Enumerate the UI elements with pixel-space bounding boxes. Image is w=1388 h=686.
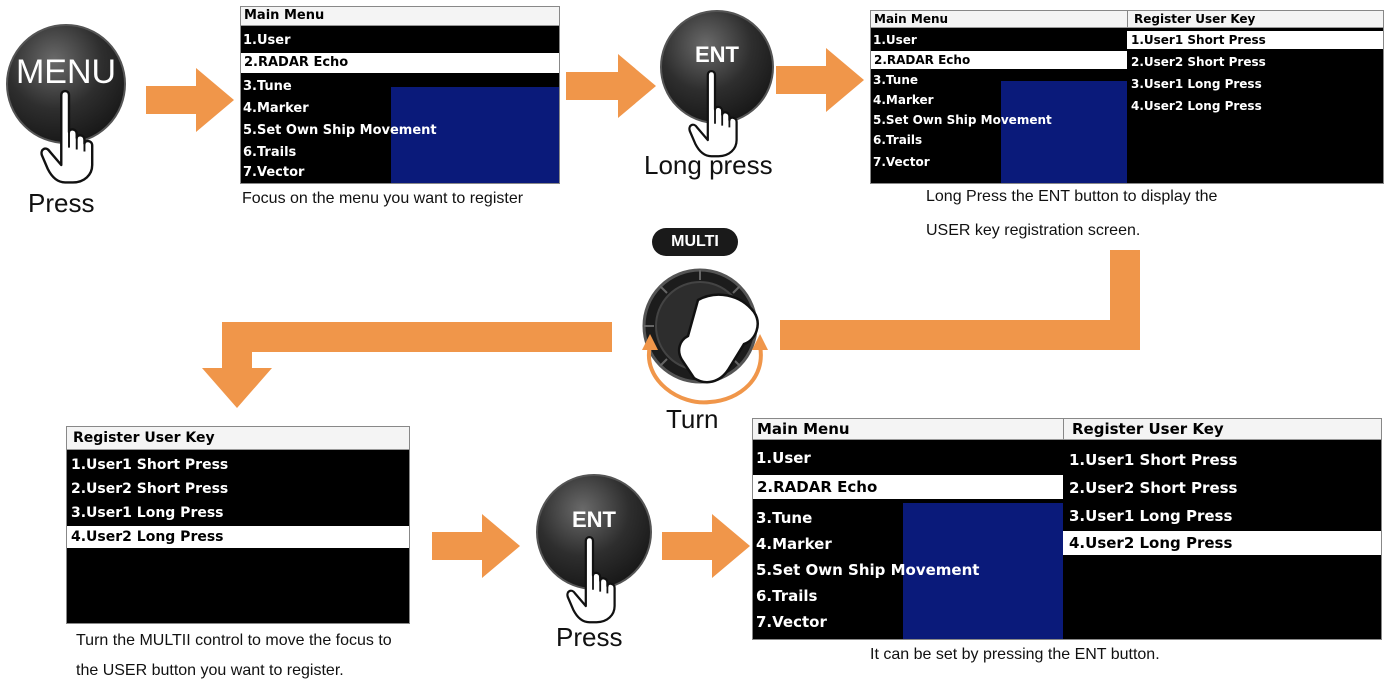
menu-item-marker[interactable]: 4.Marker <box>756 535 832 553</box>
step4-caption-line2: USER key registration screen. <box>926 222 1141 239</box>
panel-item-user2-short[interactable]: 2.User2 Short Press <box>1131 55 1266 69</box>
menu-item-radar-echo[interactable]: 2.RADAR Echo <box>871 51 1129 69</box>
register-user-key-panel: Register User Key 1.User1 Short Press 2.… <box>1127 11 1383 183</box>
menu-item-tune[interactable]: 3.Tune <box>873 73 918 87</box>
panel-title: Register User Key <box>67 427 409 450</box>
menu-item-radar-echo[interactable]: 2.RADAR Echo <box>753 475 1065 499</box>
step6-caption-line1: Turn the MULTII control to move the focu… <box>76 632 392 649</box>
main-menu-screen-1: Main Menu 1.User 2.RADAR Echo 3.Tune 4.M… <box>240 6 560 184</box>
arrow-right-icon <box>146 68 234 132</box>
menu-item-vector[interactable]: 7.Vector <box>756 613 827 631</box>
menu-item-marker[interactable]: 4.Marker <box>873 93 934 107</box>
step4-caption-line1: Long Press the ENT button to display the <box>926 188 1218 205</box>
menu-item-tune[interactable]: 3.Tune <box>756 509 813 527</box>
menu-button-label: MENU <box>15 52 117 91</box>
hand-press-icon <box>566 532 620 626</box>
panel-item-user2-long[interactable]: 4.User2 Long Press <box>1131 99 1262 113</box>
step2-caption: Focus on the menu you want to register <box>242 190 524 207</box>
panel-item-user2-short[interactable]: 2.User2 Short Press <box>1069 479 1238 497</box>
menu-item-radar-echo[interactable]: 2.RADAR Echo <box>241 53 559 73</box>
multi-label: MULTI <box>671 233 719 250</box>
multi-knob[interactable] <box>628 260 778 410</box>
step7-caption: Press <box>556 622 623 652</box>
ent-button-label: ENT <box>572 507 616 532</box>
menu-item-user[interactable]: 1.User <box>873 33 917 47</box>
menu-item-set-own-ship[interactable]: 5.Set Own Ship Movement <box>243 123 437 138</box>
arrow-right-icon <box>776 48 864 112</box>
arrow-right-icon <box>432 514 520 578</box>
multi-label-badge: MULTI <box>652 228 738 256</box>
menu-item-trails[interactable]: 6.Trails <box>243 145 297 160</box>
ent-button-label: ENT <box>695 42 739 67</box>
ent-button[interactable]: ENT <box>660 10 774 124</box>
radar-background <box>1001 81 1131 183</box>
menu-item-set-own-ship[interactable]: 5.Set Own Ship Movement <box>873 113 1052 127</box>
panel-item-user1-long[interactable]: 3.User1 Long Press <box>1069 507 1233 525</box>
step5-caption: Turn <box>666 404 719 434</box>
panel-title: Register User Key <box>1063 419 1381 440</box>
panel-item-user1-short[interactable]: 1.User1 Short Press <box>71 457 229 473</box>
menu-item-tune[interactable]: 3.Tune <box>243 79 292 94</box>
panel-title: Register User Key <box>1127 11 1383 28</box>
menu-title: Main Menu <box>241 7 559 26</box>
menu-item-vector[interactable]: 7.Vector <box>243 165 305 180</box>
panel-item-user1-short[interactable]: 1.User1 Short Press <box>1127 31 1383 49</box>
step8-caption: It can be set by pressing the ENT button… <box>870 646 1160 663</box>
menu-item-set-own-ship[interactable]: 5.Set Own Ship Movement <box>756 561 980 579</box>
register-user-key-panel: Register User Key 1.User1 Short Press 2.… <box>1063 419 1381 639</box>
arrow-right-icon <box>566 54 656 118</box>
radar-background <box>391 87 559 183</box>
arrow-return-icon <box>202 250 1140 408</box>
step3-caption: Long press <box>644 150 773 180</box>
panel-item-user2-long[interactable]: 4.User2 Long Press <box>1063 531 1381 555</box>
menu-item-user[interactable]: 1.User <box>756 449 811 467</box>
panel-item-user1-long[interactable]: 3.User1 Long Press <box>71 505 224 521</box>
menu-item-trails[interactable]: 6.Trails <box>756 587 818 605</box>
panel-item-user1-long[interactable]: 3.User1 Long Press <box>1131 77 1262 91</box>
menu-item-marker[interactable]: 4.Marker <box>243 101 309 116</box>
menu-item-trails[interactable]: 6.Trails <box>873 133 923 147</box>
arrow-right-icon <box>662 514 750 578</box>
main-menu-screen-3: Main Menu 1.User 2.RADAR Echo 3.Tune 4.M… <box>752 418 1382 640</box>
menu-item-user[interactable]: 1.User <box>243 33 291 48</box>
register-user-key-screen: Register User Key 1.User1 Short Press 2.… <box>66 426 410 624</box>
panel-item-user1-short[interactable]: 1.User1 Short Press <box>1069 451 1238 469</box>
radar-background <box>903 503 1063 639</box>
menu-item-vector[interactable]: 7.Vector <box>873 155 930 169</box>
panel-item-user2-short[interactable]: 2.User2 Short Press <box>71 481 229 497</box>
step6-caption-line2: the USER button you want to register. <box>76 662 344 679</box>
panel-item-user2-long[interactable]: 4.User2 Long Press <box>67 526 409 548</box>
main-menu-screen-2: Main Menu 1.User 2.RADAR Echo 3.Tune 4.M… <box>870 10 1384 184</box>
step1-caption: Press <box>28 188 95 218</box>
